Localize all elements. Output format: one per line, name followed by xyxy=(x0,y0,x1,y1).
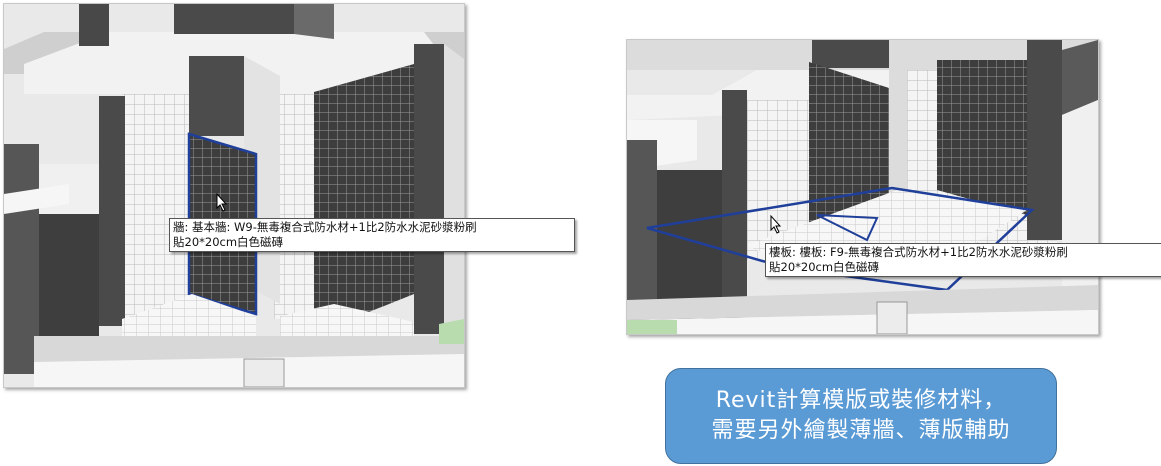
left-3d-viewport[interactable] xyxy=(3,3,465,388)
floor-tooltip-line1: 樓板: 樓板: F9-無毒複合式防水材+1比2防水水泥砂漿粉刷 xyxy=(769,245,1068,259)
right-model-drawing xyxy=(627,40,1098,334)
right-3d-viewport[interactable] xyxy=(626,39,1099,335)
callout-line1: Revit計算模版或裝修材料， xyxy=(715,388,1007,413)
wall-tooltip-line1: 牆: 基本牆: W9-無毒複合式防水材+1比2防水水泥砂漿粉刷 xyxy=(173,220,477,234)
floor-tooltip-line2: 貼20*20cm白色磁磚 xyxy=(769,260,880,274)
wall-element-tooltip: 牆: 基本牆: W9-無毒複合式防水材+1比2防水水泥砂漿粉刷 貼20*20cm… xyxy=(169,218,575,252)
explanation-callout: Revit計算模版或裝修材料， 需要另外繪製薄牆、薄版輔助 xyxy=(665,368,1057,464)
callout-line2: 需要另外繪製薄牆、薄版輔助 xyxy=(711,418,1011,443)
mouse-pointer-icon xyxy=(770,214,782,234)
floor-element-tooltip: 樓板: 樓板: F9-無毒複合式防水材+1比2防水水泥砂漿粉刷 貼20*20cm… xyxy=(765,243,1161,277)
mouse-pointer-icon xyxy=(216,192,228,212)
left-model-drawing xyxy=(4,4,464,387)
wall-tooltip-line2: 貼20*20cm白色磁磚 xyxy=(173,235,284,249)
